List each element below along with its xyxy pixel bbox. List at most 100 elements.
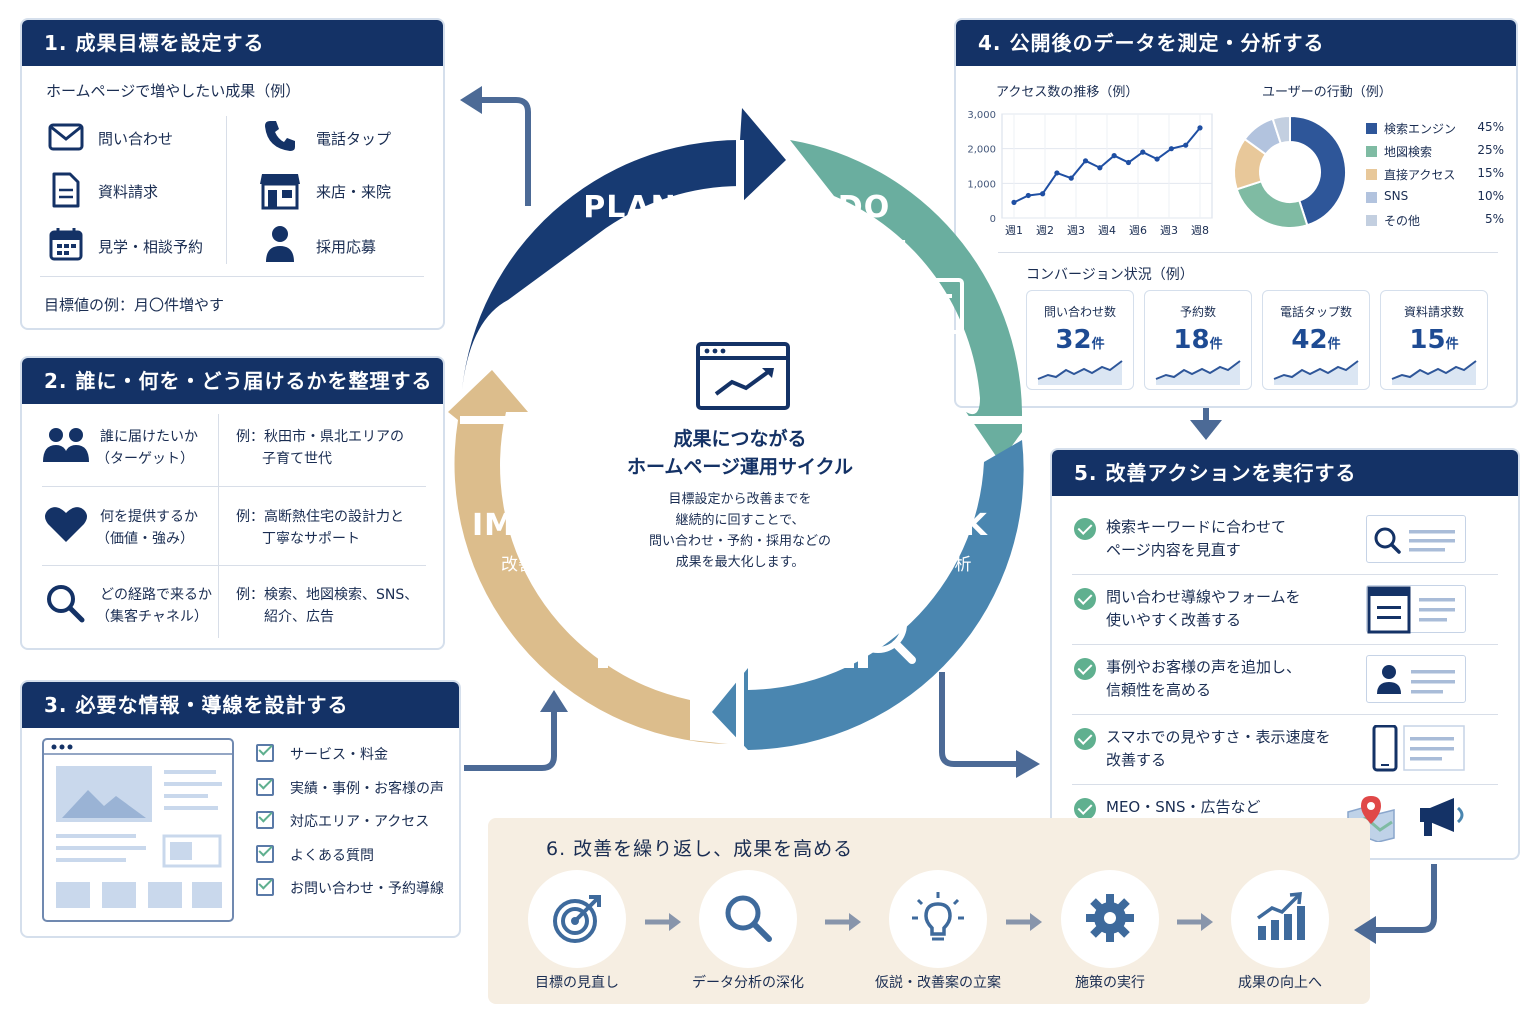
check-circle-icon: [1074, 658, 1096, 680]
row1-answer: 例：秋田市・県北エリアの: [236, 429, 404, 445]
check-title: CHECK: [870, 508, 988, 543]
x-tick-label: 週3: [1160, 224, 1178, 237]
conversion-label: 問い合わせ数: [1043, 305, 1116, 319]
search-icon: [47, 585, 85, 623]
checkbox-icon: [256, 811, 274, 829]
row2-question: 何を提供するか: [100, 509, 198, 525]
check-subtitle: 測定・分析: [886, 555, 972, 575]
conversion-unit: 件: [1209, 337, 1223, 352]
row1-question-sub: （ターゲット）: [96, 451, 194, 467]
goal-item-visit: 来店・来院: [316, 183, 392, 201]
lightbulb-icon: [912, 892, 964, 941]
plan-title: PLAN: [583, 190, 677, 225]
data-point: [1140, 149, 1146, 155]
x-tick-label: 週8: [1191, 224, 1209, 237]
step-arrow-icon: [644, 913, 681, 931]
step-circle: [699, 870, 797, 968]
panel-title: 1. 成果目標を設定する: [22, 20, 443, 66]
document-icon: [52, 172, 80, 208]
row2-question-sub: （価値・強み）: [96, 531, 194, 547]
action-text: 検索キーワードに合わせて: [1106, 518, 1287, 536]
sparkline-icon: [1273, 360, 1359, 385]
action-text: 事例やお客様の声を追加し、: [1106, 658, 1302, 676]
step-arrow-icon: [1006, 913, 1042, 931]
conversion-number: 18: [1173, 325, 1210, 355]
data-point: [1183, 142, 1189, 148]
checkbox-icon: [256, 744, 274, 762]
design-item: 対応エリア・アクセス: [290, 814, 430, 830]
legend-label: 直接アクセス: [1384, 168, 1456, 182]
legend-label: その他: [1384, 214, 1421, 228]
check-circle-icon: [1074, 798, 1096, 820]
design-item: 実績・事例・お客様の声: [290, 780, 444, 797]
data-point: [1168, 146, 1174, 152]
design-item: よくある質問: [290, 847, 374, 864]
legend-label: SNS: [1384, 189, 1409, 203]
cycle-center-title: 成果につながる: [673, 428, 807, 450]
action-text-2: 信頼性を高める: [1106, 681, 1212, 699]
improve-subtitle: 改善・最適化: [501, 555, 603, 575]
checkbox-icon: [256, 777, 274, 796]
conversion-value: 42件: [1263, 325, 1369, 355]
panel-title: 2. 誰に・何を・どう届けるかを整理する: [22, 358, 443, 404]
row2-answer: 例：高断熱住宅の設計力と: [236, 509, 404, 525]
conversion-title: コンバージョン状況（例）: [1026, 267, 1194, 283]
monitor-do-icon: [886, 278, 964, 348]
x-tick-label: 週3: [1067, 224, 1085, 237]
checkbox-icon: [256, 878, 274, 896]
sparkline-icon: [1155, 360, 1241, 385]
improve-segment: [448, 370, 728, 744]
cycle-center-title-2: ホームページ運用サイクル: [626, 456, 854, 478]
conversion-number: 42: [1291, 325, 1328, 355]
cycle-center-description: 目標設定から改善までを: [668, 492, 812, 507]
do-segment: [790, 140, 1022, 462]
y-tick-label: 2,000: [967, 145, 996, 156]
panel-title: 3. 必要な情報・導線を設計する: [22, 682, 459, 728]
action-divider: [1072, 784, 1498, 785]
panel6-title: 6. 改善を繰り返し、成果を高める: [546, 838, 854, 860]
design-item: お問い合わせ・予約導線: [290, 881, 444, 897]
heart-icon: [45, 507, 87, 542]
step-circle: [1231, 870, 1329, 968]
store-icon: [260, 174, 300, 210]
smartphone-thumb-icon: [1366, 724, 1466, 773]
conversion-unit: 件: [1327, 337, 1341, 352]
step-label: 目標の見直し: [535, 975, 619, 991]
improve-title: IMPROVE: [472, 508, 634, 543]
y-tick-label: 3,000: [967, 110, 996, 121]
conversion-number: 15: [1409, 325, 1446, 355]
data-point: [1040, 191, 1046, 197]
goal-item-recruit: 採用応募: [316, 238, 377, 256]
action-text: スマホでの見やすさ・表示速度を: [1106, 728, 1331, 746]
step-label: 施策の実行: [1075, 975, 1145, 991]
action-divider: [1072, 574, 1498, 575]
legend-swatch: [1366, 123, 1377, 134]
data-point: [1097, 165, 1103, 171]
row1-question: 誰に届けたいか: [100, 429, 198, 445]
magnifier-check-icon: [830, 595, 916, 668]
series-line: [1013, 127, 1201, 204]
row3-question-sub: （集客チャネル）: [96, 609, 208, 625]
data-point: [1054, 170, 1060, 176]
panel-title: 4. 公開後のデータを測定・分析する: [956, 20, 1516, 66]
legend-percent: 10%: [1477, 189, 1504, 203]
action-text: 問い合わせ導線やフォームを: [1106, 588, 1301, 606]
step-label: 成果の向上へ: [1238, 975, 1322, 991]
legend-percent: 15%: [1477, 166, 1504, 180]
goal-item-phone: 電話タップ: [316, 130, 392, 148]
data-point: [1068, 175, 1074, 181]
gear-icon: [1086, 894, 1134, 942]
webpage-wireframe-icon: [42, 738, 234, 922]
x-tick-label: 週4: [1098, 224, 1116, 237]
y-tick-label: 0: [990, 214, 996, 225]
data-point: [1154, 156, 1160, 162]
calendar-icon: [49, 228, 83, 261]
people-icon: [43, 428, 89, 462]
x-tick-label: 週2: [1036, 224, 1054, 237]
check-circle-icon: [1074, 588, 1096, 610]
